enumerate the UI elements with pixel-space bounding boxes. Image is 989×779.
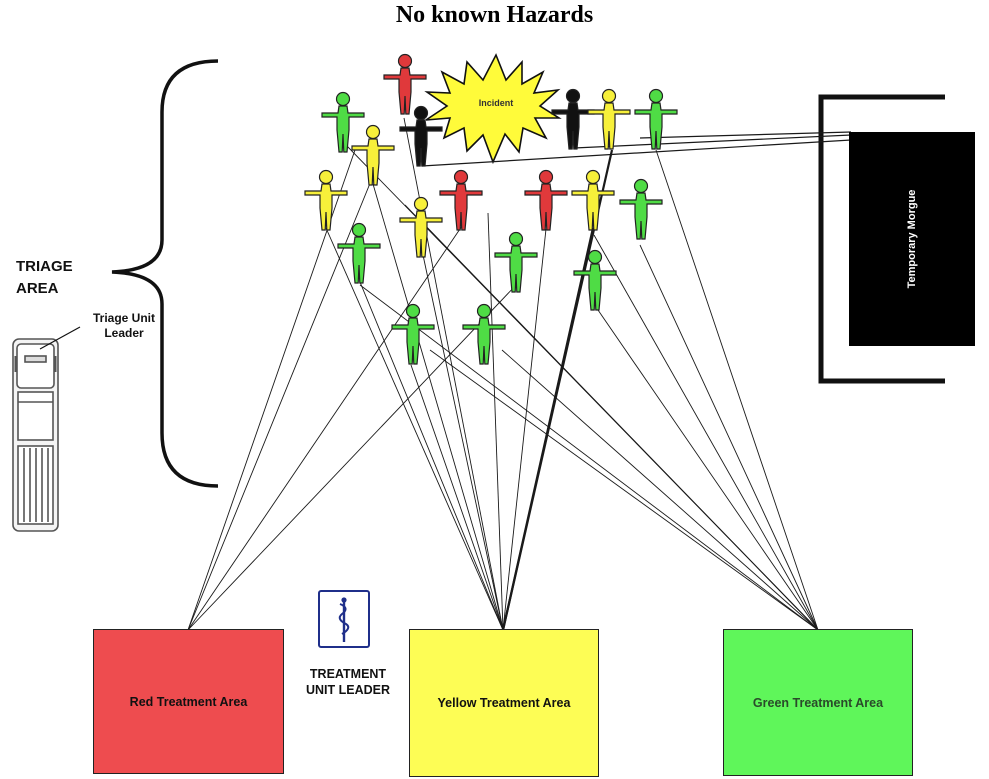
victim-green	[494, 231, 538, 293]
morgue-bracket	[818, 94, 945, 384]
victim-green	[634, 88, 678, 150]
victim-green	[321, 91, 365, 153]
victim-yellow	[351, 124, 395, 186]
green-treatment-area: Green Treatment Area	[723, 629, 913, 776]
ambulance-icon	[12, 338, 59, 532]
incident-label: Incident	[478, 98, 514, 108]
victim-red	[524, 169, 568, 231]
triage-unit-leader-label: Triage Unit Leader	[92, 311, 155, 340]
victim-yellow	[304, 169, 348, 231]
victim-green	[337, 222, 381, 284]
victim-yellow	[587, 88, 631, 150]
temporary-morgue-area	[849, 132, 975, 346]
explosion-burst-icon	[424, 53, 562, 165]
temporary-morgue-label: Temporary Morgue	[906, 189, 918, 289]
yellow-treatment-area: Yellow Treatment Area	[409, 629, 599, 777]
green-treatment-area-label: Green Treatment Area	[752, 695, 884, 710]
treatment-unit-leader-label: TREATMENT UNIT LEADER	[305, 667, 391, 697]
victim-red	[439, 169, 483, 231]
triage-area-label: TRIAGE AREA	[16, 258, 73, 297]
red-treatment-area-label: Red Treatment Area	[129, 694, 248, 709]
diagram-title: No known Hazards	[395, 2, 594, 28]
victim-red	[383, 53, 427, 115]
victim-green	[619, 178, 663, 240]
triage-area-brace	[111, 59, 219, 488]
yellow-treatment-area-label: Yellow Treatment Area	[437, 696, 571, 710]
transport-lines	[187, 117, 852, 631]
victim-black	[551, 88, 595, 150]
triage-leader-pointer	[39, 326, 81, 350]
red-treatment-area: Red Treatment Area	[93, 629, 284, 774]
star-of-life-icon	[318, 590, 370, 648]
victim-yellow	[571, 169, 615, 231]
